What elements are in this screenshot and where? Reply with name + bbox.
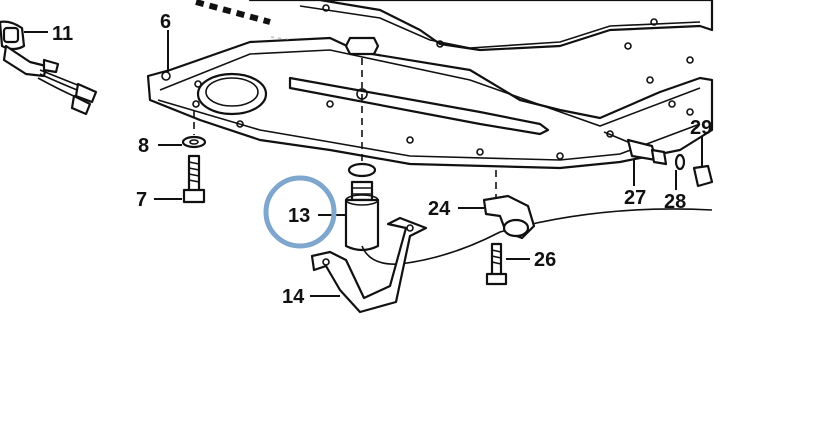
label-7: 7 — [136, 189, 147, 211]
label-8: 8 — [138, 135, 149, 157]
label-29: 29 — [690, 117, 712, 139]
part-26-bolt — [485, 242, 508, 286]
part-28-seal — [674, 153, 686, 171]
label-6: 6 — [160, 11, 171, 33]
label-13: 13 — [288, 205, 310, 227]
label-27: 27 — [624, 187, 646, 209]
part-7-bolt — [182, 110, 206, 204]
leader-lines — [24, 30, 703, 297]
part-29-plug — [692, 164, 714, 188]
part-6-cover-plate: - - - — [146, 0, 714, 170]
part-8-washer — [181, 135, 207, 149]
label-14: 14 — [282, 286, 305, 308]
label-28: 28 — [664, 191, 686, 213]
label-24: 24 — [428, 198, 451, 220]
part-24-clamp — [482, 170, 536, 240]
label-26: 26 — [534, 249, 556, 271]
label-11: 11 — [52, 23, 73, 45]
part-11-sensor-connector — [0, 20, 98, 116]
highlight-circle-13 — [263, 175, 337, 249]
svg-text:- - -: - - - — [270, 29, 290, 45]
part-13-sensor — [344, 36, 713, 265]
part-14-bracket — [310, 216, 428, 314]
part-27-fitting — [603, 131, 668, 166]
